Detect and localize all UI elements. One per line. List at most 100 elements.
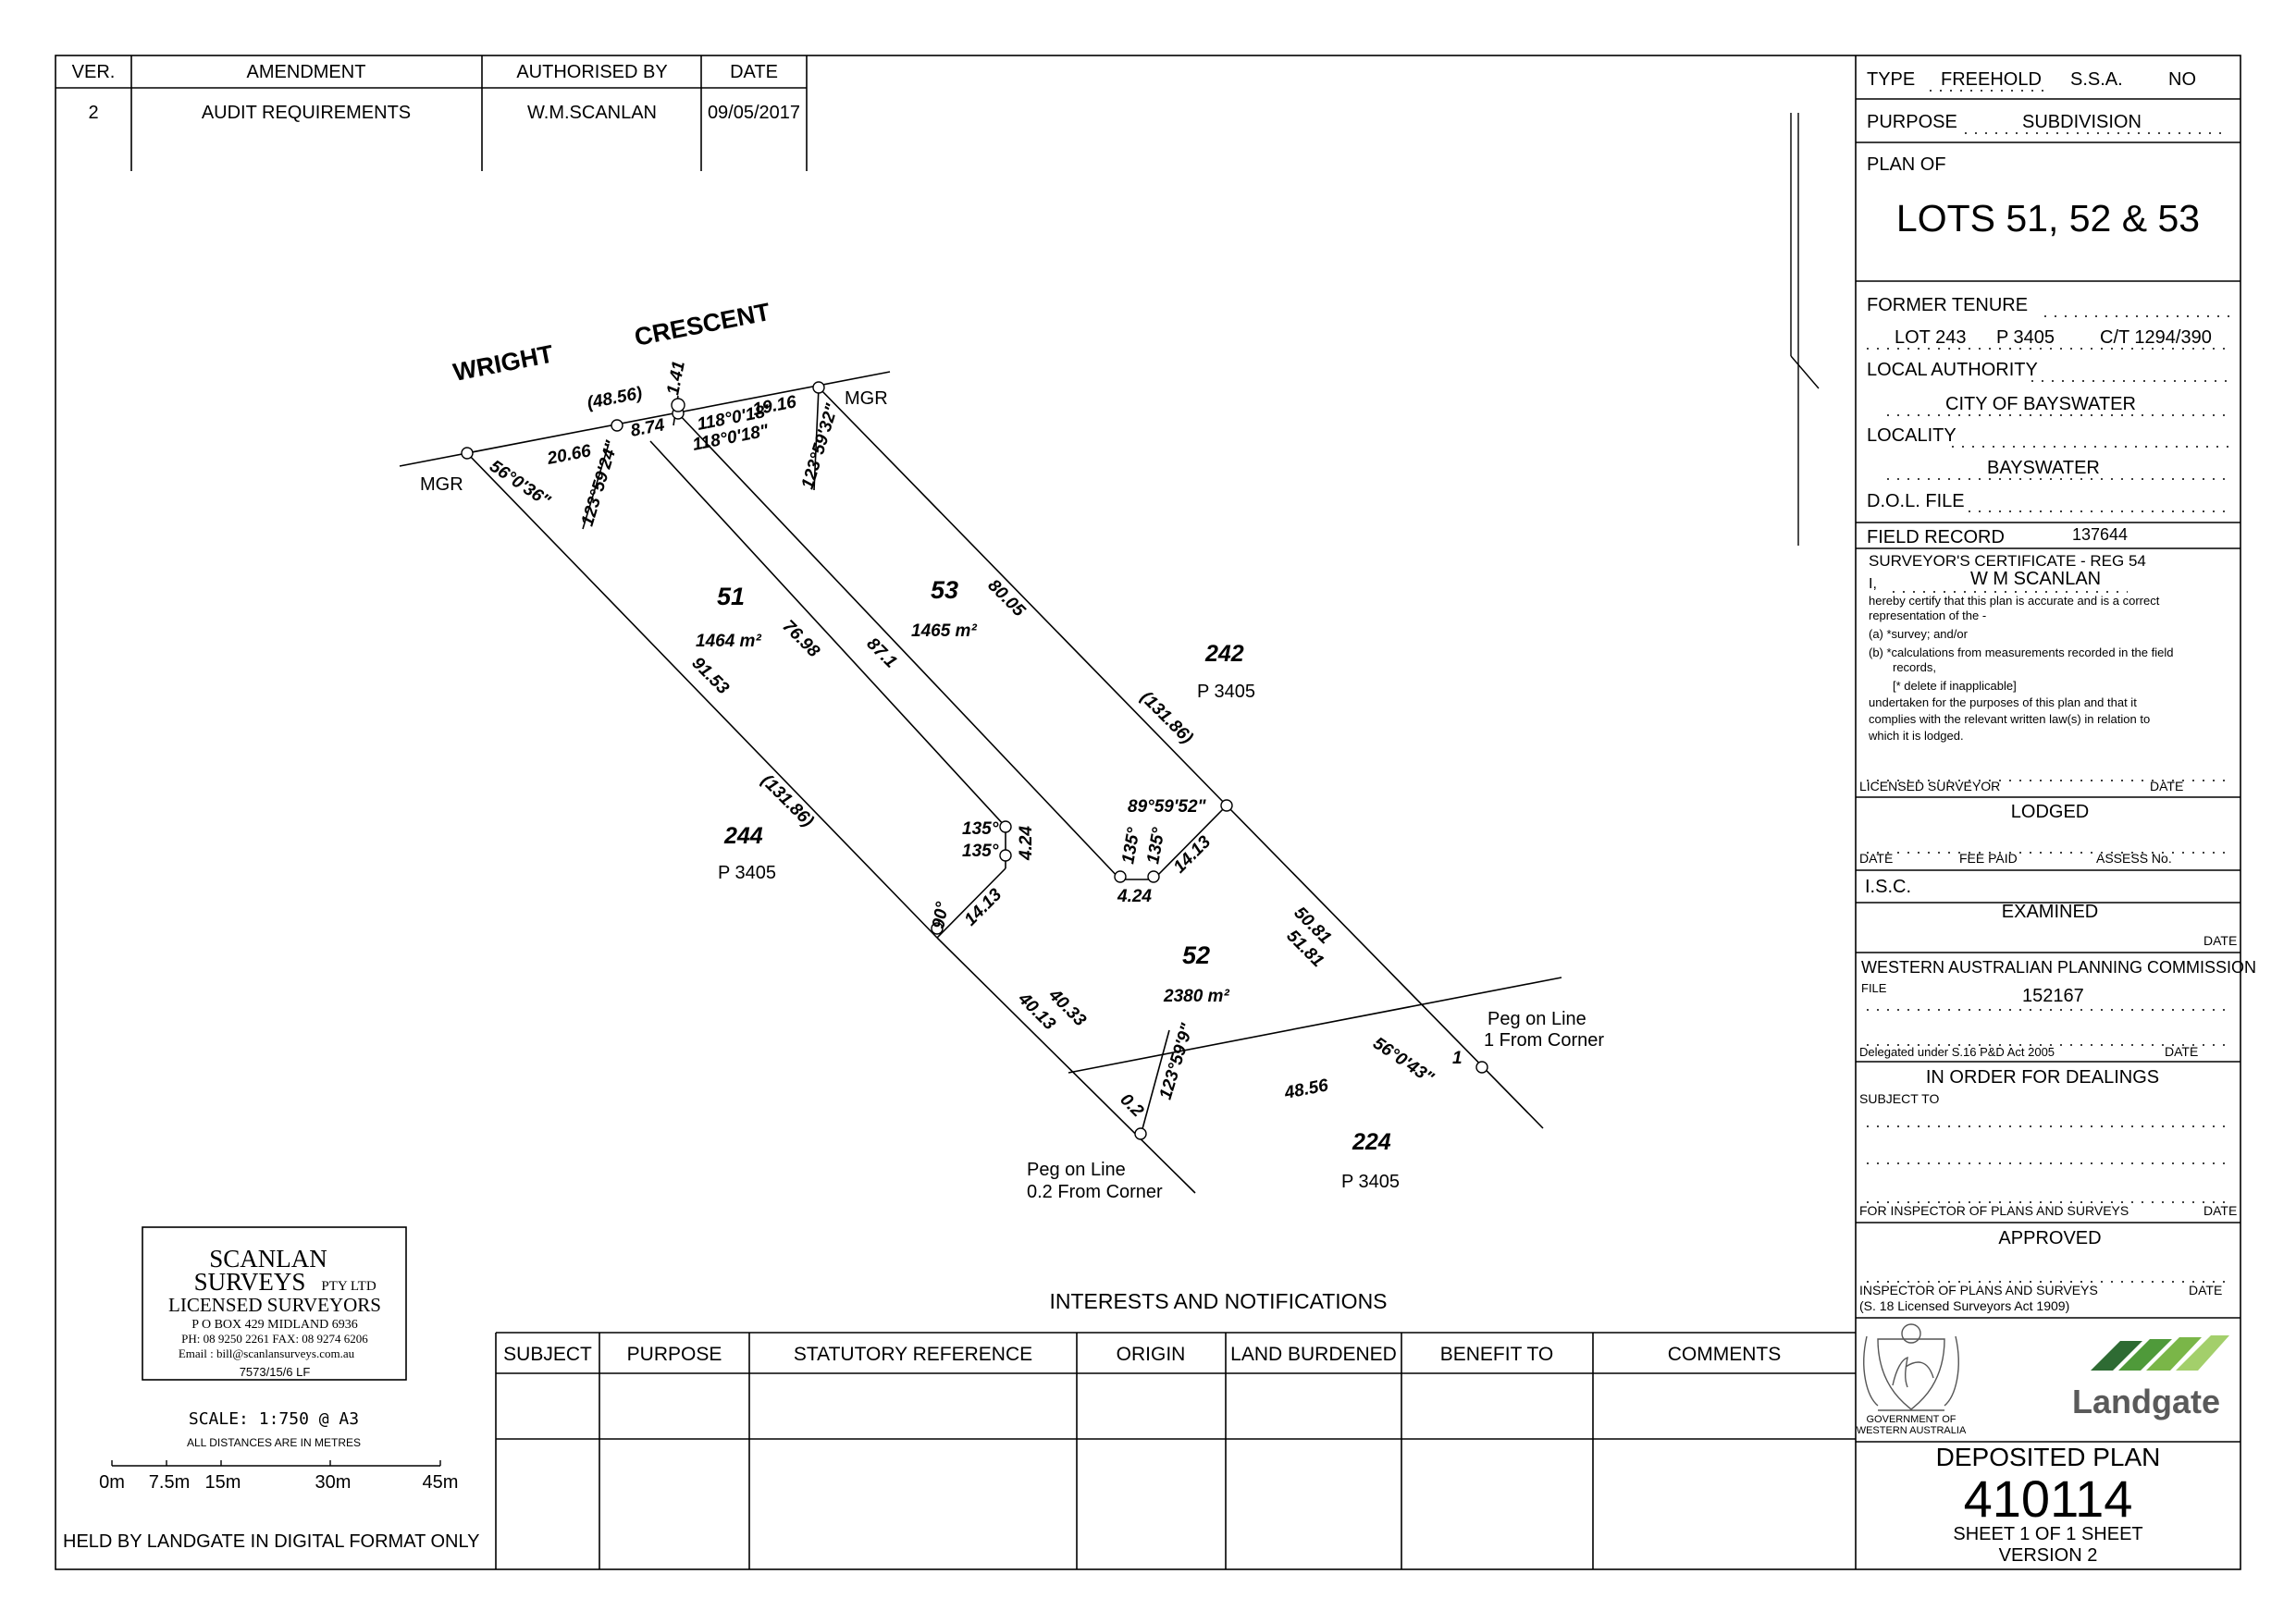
certificate-line: undertaken for the purposes of this plan… [1869, 695, 2137, 709]
dim-1-41: 1.41 [663, 360, 689, 397]
surveyor-licensed: LICENSED SURVEYORS [168, 1294, 381, 1316]
peg-on-line-1-b: 1 From Corner [1484, 1030, 1604, 1051]
surveyor-name-line-2: SURVEYS [194, 1268, 306, 1296]
surveyor-pty: PTY LTD [321, 1279, 376, 1294]
deposited-plan-number: 410114 [1964, 1469, 2133, 1528]
bearing-56-0-43: 56°0'43" [1369, 1034, 1438, 1088]
adjoining-lot-244: 244 [723, 823, 763, 849]
surveyor-phone: PH: 08 9250 2261 FAX: 08 9274 6206 [181, 1332, 368, 1346]
wapc-label: WESTERN AUSTRALIAN PLANNING COMMISSION [1861, 958, 2256, 977]
approved-label: APPROVED [1998, 1228, 2101, 1248]
amendment-header-date: DATE [730, 62, 778, 82]
dim-14-13-right: 14.13 [1170, 832, 1216, 878]
local-authority-value: CITY OF BAYSWATER [1945, 394, 2136, 414]
examined-date: DATE [2203, 933, 2237, 948]
certificate-line: records, [1893, 660, 1936, 674]
wapc-file-label: FILE [1861, 981, 1887, 995]
angle-135-2: 135° [962, 842, 999, 861]
interests-header-purpose: PURPOSE [627, 1344, 722, 1365]
locality-value: BAYSWATER [1987, 458, 2100, 478]
dim-48-56-bottom: 48.56 [1282, 1076, 1330, 1103]
landgate-logo-icon [2091, 1335, 2229, 1371]
adjoining-lot-224: 224 [1352, 1129, 1391, 1155]
former-tenure-label: FORMER TENURE [1867, 295, 2028, 315]
amendment-cell-date: 09/05/2017 [708, 103, 800, 123]
scale-tick-7-5: 7.5m [149, 1472, 190, 1493]
examined-label: EXAMINED [2002, 902, 2098, 922]
peg-on-line-2-a: Peg on Line [1027, 1160, 1126, 1180]
street-name-wright: WRIGHT [451, 339, 556, 386]
dim-4-24-right: 4.24 [1017, 826, 1036, 861]
dim-80-05: 80.05 [983, 576, 1029, 621]
adjoining-lot-244-plan: P 3405 [718, 863, 776, 883]
angle-90: 90° [929, 901, 953, 930]
certificate-title: SURVEYOR'S CERTIFICATE - REG 54 [1869, 552, 2146, 570]
interests-header-benefit: BENEFIT TO [1440, 1344, 1554, 1365]
amendment-header-ver: VER. [72, 62, 116, 82]
bearing-123-59-32: 123°59'32" [798, 400, 843, 491]
lot-52-number: 52 [1182, 941, 1210, 969]
plan-linework [399, 371, 1562, 1194]
landgate-wordmark: Landgate [2072, 1383, 2220, 1420]
in-order-label: IN ORDER FOR DEALINGS [1926, 1067, 2159, 1088]
adjoining-lot-242-plan: P 3405 [1197, 682, 1255, 702]
dim-20-66: 20.66 [545, 441, 593, 469]
version-label: VERSION 2 [1999, 1545, 2098, 1566]
mgr-label-right: MGR [845, 388, 888, 409]
certificate-line: representation of the - [1869, 609, 1986, 622]
dol-file-label: D.O.L. FILE [1867, 491, 1965, 511]
bearing-89-59-52: 89°59'52" [1128, 797, 1207, 817]
locality-label: LOCALITY [1867, 425, 1957, 446]
scale-tick-30: 30m [315, 1472, 352, 1493]
amendment-cell-authorised: W.M.SCANLAN [527, 103, 657, 123]
local-authority-label: LOCAL AUTHORITY [1867, 360, 2038, 380]
dim-0-2: 0.2 [1116, 1090, 1147, 1122]
type-label: TYPE [1867, 69, 1915, 90]
for-inspector-date: DATE [2203, 1203, 2237, 1218]
interests-header-subject: SUBJECT [503, 1344, 592, 1365]
licensed-surveyor-date: DATE [2150, 779, 2183, 793]
purpose-label: PURPOSE [1867, 112, 1957, 132]
peg-on-line-1-a: Peg on Line [1487, 1009, 1586, 1029]
inspector-act: (S. 18 Licensed Surveyors Act 1909) [1859, 1298, 2069, 1313]
certificate-line: complies with the relevant written law(s… [1869, 712, 2150, 726]
dim-8-74: 8.74 [629, 415, 667, 441]
certificate-line: [* delete if inapplicable] [1893, 679, 2017, 693]
surveyor-address: P O BOX 429 MIDLAND 6936 [191, 1318, 358, 1332]
adjoining-lot-224-plan: P 3405 [1341, 1172, 1400, 1192]
fee-paid-label: FEE PAID [1959, 851, 2018, 866]
surveyor-name-line-1: SCANLAN [209, 1245, 327, 1273]
interests-title: INTERESTS AND NOTIFICATIONS [1049, 1289, 1387, 1313]
dim-4-24-bottom: 4.24 [1117, 887, 1152, 906]
former-lot: LOT 243 [1895, 327, 1966, 348]
ssa-value: NO [2168, 69, 2196, 90]
ssa-label: S.S.A. [2070, 69, 2123, 90]
field-record-value: 137644 [2072, 525, 2128, 544]
interests-header-comments: COMMENTS [1668, 1344, 1782, 1365]
dim-91-53: 91.53 [687, 654, 733, 699]
amendment-header-authorised: AUTHORISED BY [516, 62, 667, 82]
certificate-line: hereby certify that this plan is accurat… [1869, 594, 2160, 608]
lot-53-area: 1465 m² [911, 621, 977, 641]
angle-135-4: 135° [1143, 826, 1169, 866]
dim-76-98: 76.98 [778, 617, 823, 662]
lot-52-area: 2380 m² [1163, 987, 1229, 1006]
inspector-label: INSPECTOR OF PLANS AND SURVEYS [1859, 1283, 2098, 1297]
dim-1: 1 [1452, 1049, 1463, 1068]
scale-bar [111, 1460, 441, 1467]
mgr-label-left: MGR [420, 474, 463, 495]
street-name-crescent: CRESCENT [632, 298, 772, 351]
certificate-name: W M SCANLAN [1970, 569, 2101, 589]
government-label-2: WESTERN AUSTRALIA [1857, 1425, 1967, 1436]
scale-note: ALL DISTANCES ARE IN METRES [187, 1436, 361, 1449]
inspector-date: DATE [2189, 1283, 2222, 1297]
isc-label: I.S.C. [1865, 877, 1911, 897]
interests-header-origin: ORIGIN [1117, 1344, 1186, 1365]
licensed-surveyor-label: LICENSED SURVEYOR [1859, 779, 2000, 793]
plan-of-value: LOTS 51, 52 & 53 [1896, 197, 2200, 240]
adjoining-lot-242: 242 [1204, 641, 1244, 667]
deposited-plan-label: DEPOSITED PLAN [1936, 1443, 2161, 1471]
amendment-cell-amendment: AUDIT REQUIREMENTS [202, 103, 411, 123]
surveyor-email: Email : bill@scanlansurveys.com.au [179, 1346, 355, 1360]
dim-131-86-right: (131.86) [1136, 688, 1196, 748]
